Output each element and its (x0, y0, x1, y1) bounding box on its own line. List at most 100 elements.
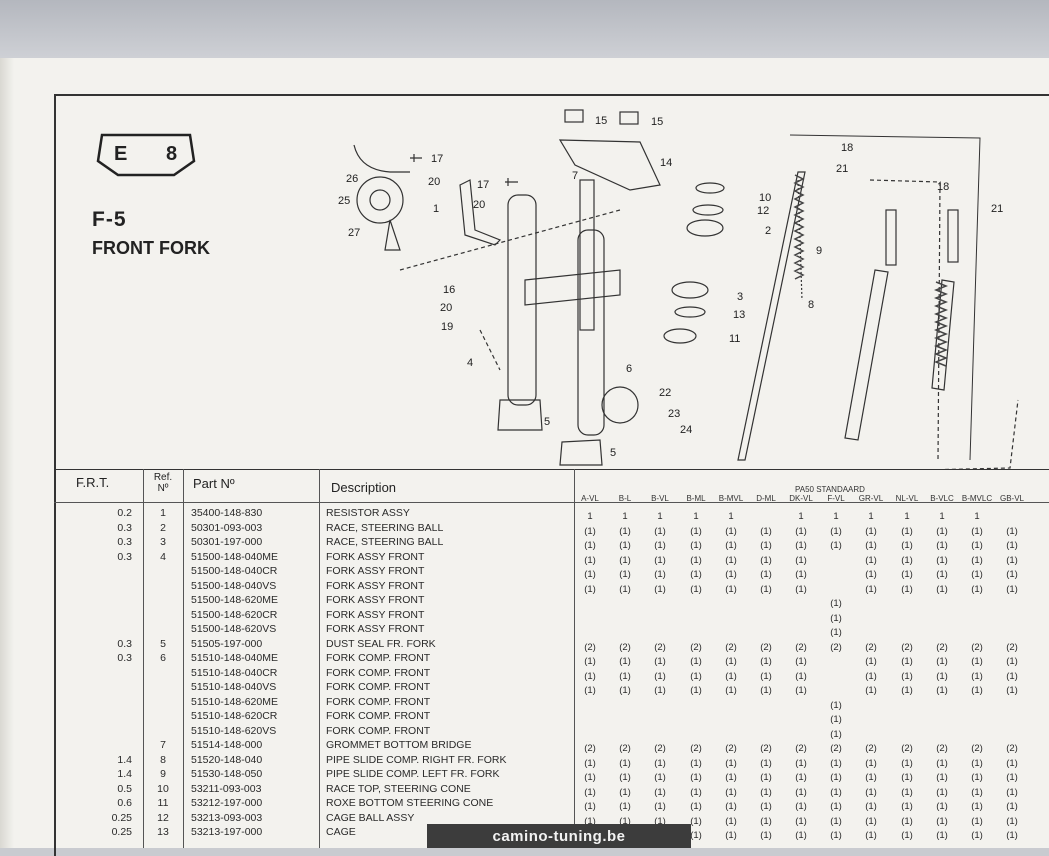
quantity-cell: (1) (619, 540, 631, 551)
quantity-cell: (1) (619, 670, 631, 682)
quantity-cell: (2) (760, 641, 772, 653)
quantity-cell: (1) (654, 815, 666, 827)
description-cell: FORK ASSY FRONT (326, 579, 425, 592)
quantity-cell: (1) (971, 554, 983, 566)
quantity-cell: (1) (760, 670, 772, 682)
quantity-cell: (1) (654, 670, 666, 682)
quantity-cell: (1) (901, 554, 913, 566)
part-number-cell: 51500-148-040ME (191, 550, 278, 563)
quantity-cell: (1) (971, 815, 983, 827)
part-number-cell: 53213-093-003 (191, 811, 263, 824)
quantity-cell: (1) (725, 540, 737, 551)
col-divider (574, 469, 575, 848)
quantity-cell: (1) (725, 772, 737, 783)
quantity-cell: (1) (901, 583, 913, 595)
svg-text:21: 21 (836, 163, 848, 175)
quantity-cell: (1) (619, 757, 631, 769)
quantity-cell: (1) (690, 670, 702, 682)
svg-text:2: 2 (765, 225, 771, 237)
quantity-cell: 1 (587, 511, 593, 522)
ref-cell: 4 (160, 550, 166, 563)
svg-text:20: 20 (473, 199, 485, 211)
svg-text:5: 5 (610, 447, 616, 459)
quantity-cell: (1) (830, 699, 842, 711)
quantity-cell: (1) (619, 525, 631, 537)
quantity-cell: (1) (936, 772, 948, 783)
quantity-cell: (2) (865, 641, 877, 653)
ref-cell: 8 (160, 753, 166, 766)
quantity-cell: (1) (690, 656, 702, 667)
quantity-cell: (2) (830, 641, 842, 653)
ref-cell: 13 (157, 826, 169, 838)
quantity-cell: (1) (901, 830, 913, 841)
quantity-cell: (1) (760, 801, 772, 812)
quantity-cell: (1) (725, 554, 737, 566)
quantity-cell: (2) (830, 743, 842, 754)
quantity-cell: (1) (936, 656, 948, 667)
quantity-cell: (2) (619, 743, 631, 754)
quantity-cell: (1) (971, 656, 983, 667)
quantity-cell: (1) (1006, 540, 1018, 551)
frt-cell: 1.4 (117, 753, 132, 766)
quantity-cell: 1 (833, 511, 839, 522)
quantity-cell: (1) (654, 525, 666, 537)
quantity-cell: (2) (584, 743, 596, 754)
quantity-cell: (2) (1006, 641, 1018, 653)
quantity-cell: 1 (974, 511, 980, 522)
quantity-cell: (1) (901, 540, 913, 551)
description-cell: FORK COMP. FRONT (326, 710, 431, 722)
description-cell: FORK COMP. FRONT (326, 724, 431, 737)
model-column-header: D-ML (756, 494, 776, 503)
quantity-cell: (1) (830, 598, 842, 609)
ref-cell: 3 (160, 536, 166, 548)
quantity-cell: (2) (795, 641, 807, 653)
svg-text:12: 12 (757, 205, 769, 217)
quantity-cell: (1) (830, 612, 842, 624)
description-cell: FORK ASSY FRONT (326, 565, 425, 577)
svg-text:7: 7 (572, 170, 578, 182)
quantity-cell: (1) (584, 786, 596, 798)
quantity-cell: (2) (760, 743, 772, 754)
quantity-cell: (1) (936, 685, 948, 696)
quantity-cell: (1) (865, 801, 877, 812)
quantity-cell: (1) (1006, 685, 1018, 696)
ref-cell: 2 (160, 521, 166, 534)
quantity-cell: (1) (1006, 670, 1018, 682)
part-number-cell: 51530-148-050 (191, 768, 263, 780)
quantity-cell: (2) (725, 743, 737, 754)
part-number-cell: 53213-197-000 (191, 826, 263, 838)
part-number-cell: 51510-148-620ME (191, 695, 278, 708)
quantity-cell: (1) (690, 569, 702, 580)
quantity-cell: (1) (654, 569, 666, 580)
description-cell: FORK COMP. FRONT (326, 652, 431, 664)
model-column-header: NL-VL (895, 494, 919, 503)
quantity-cell: (1) (654, 786, 666, 798)
quantity-cell: (1) (865, 656, 877, 667)
quantity-cell: (1) (690, 583, 702, 595)
quantity-cell: 1 (904, 511, 910, 522)
header-description: Description (331, 480, 397, 495)
quantity-cell: (1) (1006, 583, 1018, 595)
quantity-cell: (1) (690, 685, 702, 696)
svg-text:1: 1 (433, 203, 439, 215)
quantity-cell: (1) (1006, 830, 1018, 841)
ref-cell: 7 (160, 739, 166, 751)
svg-text:20: 20 (428, 176, 440, 188)
frt-cell: 0.6 (117, 797, 132, 809)
description-cell: RESISTOR ASSY (326, 507, 410, 519)
col-divider (143, 469, 144, 848)
svg-text:15: 15 (595, 115, 607, 127)
part-number-cell: 50301-197-000 (191, 536, 263, 548)
part-number-cell: 53212-197-000 (191, 797, 263, 809)
quantity-cell: (1) (690, 801, 702, 812)
header-ref-line1: Ref. (153, 472, 173, 483)
quantity-cell: (1) (690, 757, 702, 769)
part-number-cell: 51510-148-040VS (191, 681, 277, 693)
svg-text:15: 15 (651, 116, 663, 128)
quantity-cell: (1) (830, 772, 842, 783)
model-column-header: GB-VL (999, 494, 1024, 503)
svg-text:17: 17 (431, 153, 443, 165)
description-cell: FORK COMP. FRONT (326, 666, 431, 679)
